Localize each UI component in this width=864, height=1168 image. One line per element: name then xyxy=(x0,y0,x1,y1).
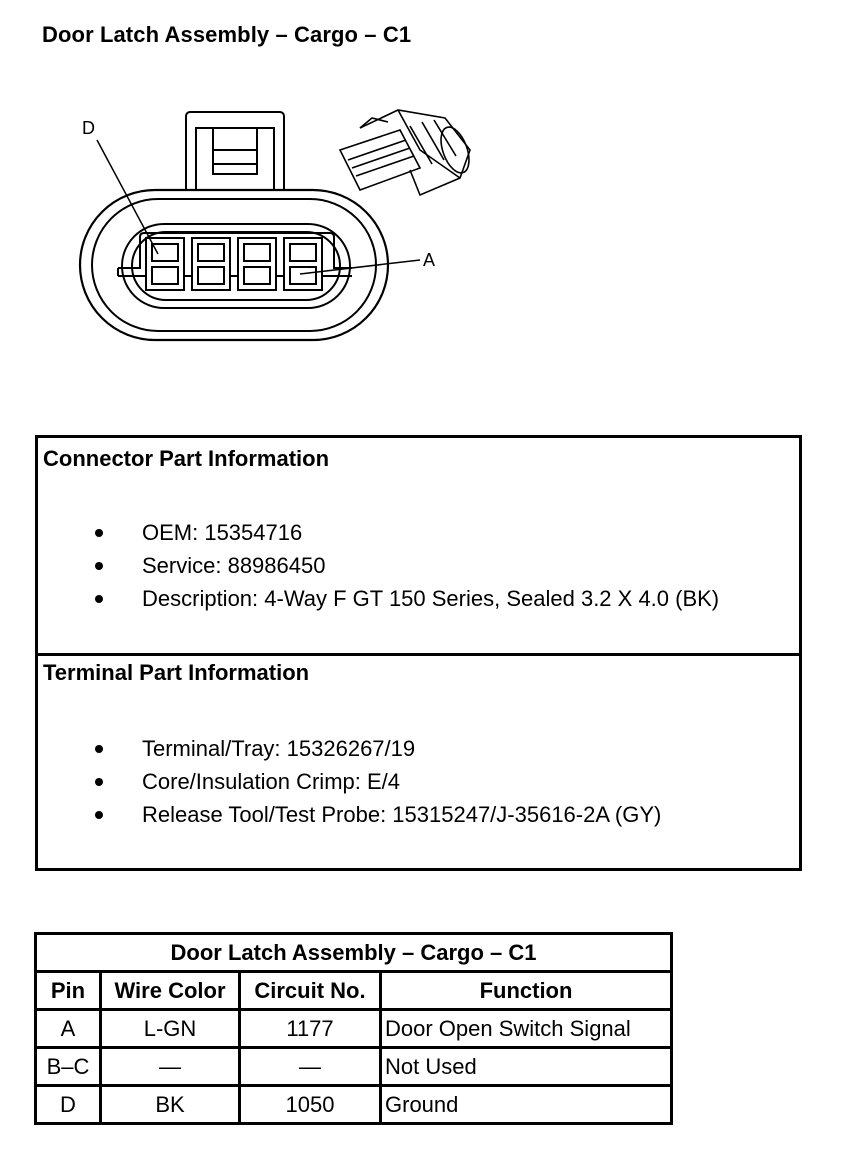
table-row: A L-GN 1177 Door Open Switch Signal xyxy=(34,1008,673,1049)
terminal-part-section: Terminal Part Information Terminal/Tray:… xyxy=(38,656,799,868)
cell-pin: A xyxy=(34,1008,102,1049)
table-row: D BK 1050 Ground xyxy=(34,1084,673,1125)
connector-part-section: Connector Part Information OEM: 15354716… xyxy=(38,438,799,656)
cell-function: Door Open Switch Signal xyxy=(379,1008,673,1049)
list-item: Release Tool/Test Probe: 15315247/J-3561… xyxy=(38,798,661,831)
pin-table-header-row: Pin Wire Color Circuit No. Function xyxy=(34,970,673,1011)
terminal-part-list: Terminal/Tray: 15326267/19 Core/Insulati… xyxy=(38,732,661,831)
callout-d-label: D xyxy=(82,118,95,138)
list-item: Core/Insulation Crimp: E/4 xyxy=(38,765,661,798)
bullet-icon xyxy=(95,778,103,786)
connector-diagram: D A xyxy=(78,109,471,342)
cell-wire-color: — xyxy=(99,1046,241,1087)
cell-wire-color: BK xyxy=(99,1084,241,1125)
bullet-icon xyxy=(95,529,103,537)
header-pin: Pin xyxy=(34,970,102,1011)
part-information-box: Connector Part Information OEM: 15354716… xyxy=(35,435,802,871)
cell-wire-color: L-GN xyxy=(99,1008,241,1049)
cell-pin: B–C xyxy=(34,1046,102,1087)
bullet-icon xyxy=(95,745,103,753)
page-title: Door Latch Assembly – Cargo – C1 xyxy=(42,22,412,47)
table-row: B–C — — Not Used xyxy=(34,1046,673,1087)
cell-function: Ground xyxy=(379,1084,673,1125)
connector-part-heading: Connector Part Information xyxy=(43,446,330,471)
bullet-icon xyxy=(95,562,103,570)
cell-pin: D xyxy=(34,1084,102,1125)
callout-a-label: A xyxy=(423,250,435,270)
header-function: Function xyxy=(379,970,673,1011)
list-item: Service: 88986450 xyxy=(38,549,719,582)
list-item: Description: 4-Way F GT 150 Series, Seal… xyxy=(38,582,719,615)
connector-part-list: OEM: 15354716 Service: 88986450 Descript… xyxy=(38,516,719,615)
bullet-icon xyxy=(95,595,103,603)
pin-table-title: Door Latch Assembly – Cargo – C1 xyxy=(34,932,673,973)
cell-circuit-no: 1177 xyxy=(238,1008,382,1049)
cell-circuit-no: 1050 xyxy=(238,1084,382,1125)
list-item: Terminal/Tray: 15326267/19 xyxy=(38,732,661,765)
cell-function: Not Used xyxy=(379,1046,673,1087)
list-item: OEM: 15354716 xyxy=(38,516,719,549)
pin-table: Door Latch Assembly – Cargo – C1 Pin Wir… xyxy=(34,932,673,1125)
bullet-icon xyxy=(95,811,103,819)
header-wire-color: Wire Color xyxy=(99,970,241,1011)
header-circuit-no: Circuit No. xyxy=(238,970,382,1011)
terminal-part-heading: Terminal Part Information xyxy=(43,660,310,685)
cell-circuit-no: — xyxy=(238,1046,382,1087)
